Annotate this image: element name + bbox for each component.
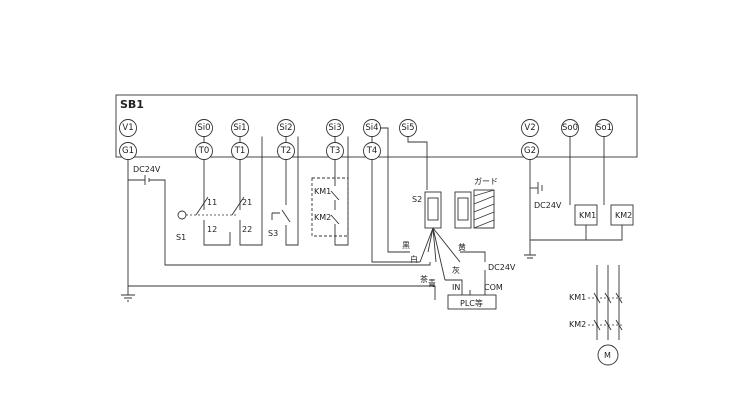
left-power-circuit: DC24V	[121, 159, 436, 302]
output-relays: KM1 KM2	[530, 136, 634, 241]
svg-text:T0: T0	[198, 146, 210, 156]
terminal-si1: Si1	[231, 119, 249, 137]
plc-label: PLC等	[460, 298, 483, 308]
s2-label: S2	[412, 195, 422, 204]
right-power-circuit: DC24V	[524, 159, 562, 259]
terminal-v2: V2	[521, 119, 539, 137]
svg-text:黒: 黒	[402, 241, 410, 250]
svg-text:茶: 茶	[420, 274, 428, 284]
terminal-so1: So1	[595, 119, 613, 137]
svg-text:KM1: KM1	[569, 293, 586, 302]
plc-dc24v-label: DC24V	[488, 263, 516, 272]
terminal-t1: T1	[231, 142, 249, 160]
svg-text:T1: T1	[234, 146, 246, 156]
s1-switch: 11 21 12 22 S1	[176, 136, 263, 246]
svg-text:IN: IN	[452, 283, 460, 292]
terminal-so0: So0	[561, 119, 579, 137]
controller-label: SB1	[120, 98, 144, 111]
svg-text:So0: So0	[562, 123, 578, 133]
terminal-si3: Si3	[326, 119, 344, 137]
s3-switch: S3	[268, 136, 299, 246]
svg-text:Si4: Si4	[365, 123, 378, 133]
svg-text:KM1: KM1	[314, 187, 331, 196]
terminal-v1: V1	[119, 119, 137, 137]
motor-circuit: KM1 KM2 M	[569, 265, 623, 366]
s3-label: S3	[268, 229, 278, 238]
svg-text:G1: G1	[122, 146, 134, 156]
svg-text:KM2: KM2	[314, 213, 331, 222]
svg-text:V2: V2	[524, 123, 535, 133]
terminal-si5: Si5	[399, 119, 417, 137]
svg-text:21: 21	[242, 198, 252, 207]
svg-text:Si0: Si0	[197, 123, 210, 133]
svg-text:COM: COM	[484, 283, 503, 292]
svg-text:Si2: Si2	[279, 123, 292, 133]
terminal-t0: T0	[195, 142, 213, 160]
motor-label: M	[604, 351, 611, 360]
left-dc24v-label: DC24V	[133, 165, 161, 174]
right-dc24v-label: DC24V	[534, 201, 562, 210]
svg-text:G2: G2	[524, 146, 536, 156]
svg-text:Si1: Si1	[233, 123, 246, 133]
svg-text:Si5: Si5	[401, 123, 414, 133]
s2-sensor-circuit: S2 ガード 黒 茶 白 青 黄 灰 IN COM PLC等 DC24V	[371, 127, 516, 310]
terminal-t3: T3	[326, 142, 344, 160]
km-feedback-block: KM1 KM2	[311, 136, 349, 246]
svg-text:T2: T2	[280, 146, 292, 156]
svg-text:V1: V1	[122, 123, 133, 133]
svg-text:T4: T4	[366, 146, 378, 156]
terminal-t4: T4	[363, 142, 381, 160]
svg-text:白: 白	[410, 254, 418, 264]
terminal-si4: Si4	[363, 119, 381, 137]
svg-text:KM2: KM2	[569, 320, 586, 329]
terminal-si0: Si0	[195, 119, 213, 137]
svg-text:灰: 灰	[452, 265, 460, 275]
guard-label: ガード	[474, 176, 498, 186]
svg-text:KM1: KM1	[579, 211, 596, 220]
svg-text:22: 22	[242, 225, 252, 234]
s1-label: S1	[176, 233, 186, 242]
svg-text:Si3: Si3	[328, 123, 341, 133]
svg-text:黄: 黄	[458, 242, 466, 252]
svg-text:T3: T3	[329, 146, 341, 156]
svg-text:So1: So1	[596, 123, 612, 133]
terminal-t2: T2	[277, 142, 295, 160]
terminal-g2: G2	[521, 142, 539, 160]
svg-text:青: 青	[428, 278, 436, 288]
terminal-g1: G1	[119, 142, 137, 160]
terminal-si2: Si2	[277, 119, 295, 137]
svg-text:KM2: KM2	[615, 211, 632, 220]
svg-text:12: 12	[207, 225, 217, 234]
svg-text:11: 11	[207, 198, 217, 207]
